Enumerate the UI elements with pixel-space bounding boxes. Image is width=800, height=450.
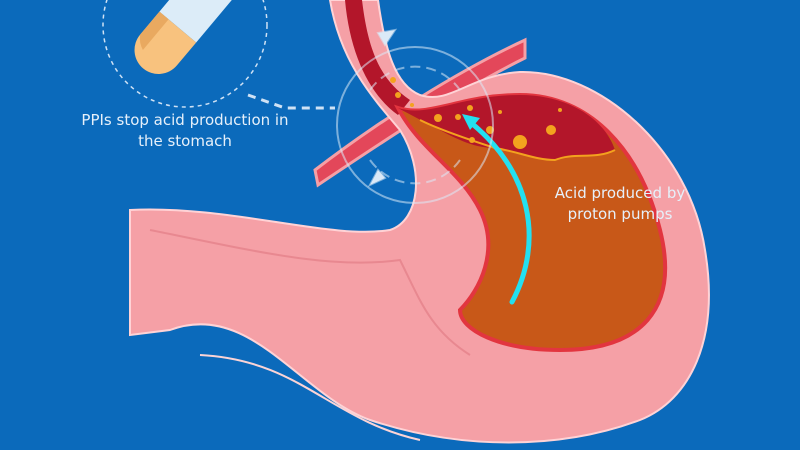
acid-surface	[419, 119, 616, 162]
callout-connector	[247, 93, 335, 110]
focus-ring	[336, 28, 494, 204]
arrow-head-icon	[462, 114, 480, 130]
stomach-curvature-line	[199, 354, 421, 441]
acid-flow-arrow	[467, 119, 532, 305]
capsule-callout	[102, 0, 335, 110]
esophagus-lumen	[345, 0, 410, 115]
acid-label: Acid produced by proton pumps	[554, 184, 686, 223]
stomach-fold	[149, 229, 471, 356]
capsule-icon	[134, 0, 242, 74]
ppi-label: PPIs stop acid production in the stomach	[81, 111, 289, 150]
